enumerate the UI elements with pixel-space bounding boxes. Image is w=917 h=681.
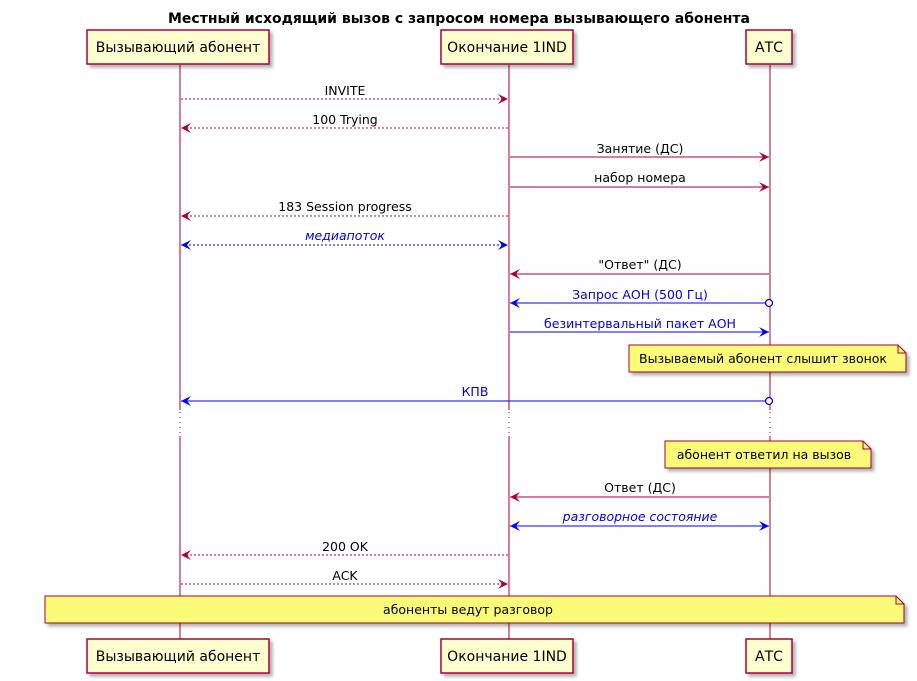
message-label: 200 OK <box>322 539 369 554</box>
participant-ind-top: Окончание 1IND <box>440 29 574 65</box>
participant-label: Вызывающий абонент <box>96 40 260 56</box>
note-subscriber-answered: абонент ответил на вызов <box>664 440 872 469</box>
message-label: INVITE <box>325 83 366 98</box>
message-200-ok: 200 OK <box>181 539 508 560</box>
message-aon-request: Запрос АОН (500 Гц) <box>510 287 774 308</box>
message-100-trying: 100 Trying <box>181 112 508 133</box>
message-label: Запрос АОН (500 Гц) <box>572 287 708 302</box>
message-kpv: КПВ <box>181 384 774 406</box>
message-label: разговорное состояние <box>562 509 718 524</box>
note-label: абонент ответил на вызов <box>677 447 851 462</box>
message-label: ACK <box>332 568 358 583</box>
message-answer-ds: "Ответ" (ДС) <box>510 257 769 279</box>
message-label: КПВ <box>462 384 489 399</box>
message-label: набор номера <box>594 170 686 185</box>
participant-atc-top: АТС <box>745 29 793 65</box>
message-label: 183 Session progress <box>278 199 411 214</box>
participant-caller-top: Вызывающий абонент <box>86 29 270 65</box>
message-ack: ACK <box>181 568 508 589</box>
message-answer-ds-2: Ответ (ДС) <box>510 480 769 502</box>
messages: INVITE 100 Trying Занятие (ДС) набор ном… <box>181 83 774 589</box>
participant-label: АТС <box>755 40 783 56</box>
participant-label: Окончание 1IND <box>447 649 567 665</box>
participant-caller-bottom: Вызывающий абонент <box>86 638 270 674</box>
note-label: Вызываемый абонент слышит звонок <box>639 351 887 366</box>
participant-atc-bottom: АТС <box>745 638 793 674</box>
participant-label: Вызывающий абонент <box>96 649 260 665</box>
message-label: безинтервальный пакет АОН <box>544 316 736 331</box>
message-label: медиапоток <box>305 228 385 243</box>
message-media-stream: медиапоток <box>181 228 508 250</box>
message-label: "Ответ" (ДС) <box>598 257 681 272</box>
message-origin-circle <box>764 298 774 308</box>
message-label: Занятие (ДС) <box>597 141 684 156</box>
note-label: абоненты ведут разговор <box>383 602 553 617</box>
participant-label: Окончание 1IND <box>447 40 567 56</box>
note-subscribers-talking: абоненты ведут разговор <box>44 595 905 624</box>
message-talk-state: разговорное состояние <box>510 509 769 531</box>
participant-ind-bottom: Окончание 1IND <box>440 638 574 674</box>
diagram-title: Местный исходящий вызов с запросом номер… <box>168 11 750 27</box>
participant-label: АТС <box>755 649 783 665</box>
message-label: 100 Trying <box>312 112 378 127</box>
message-label: Ответ (ДС) <box>604 480 676 495</box>
message-invite: INVITE <box>181 83 508 104</box>
message-seizure: Занятие (ДС) <box>510 141 769 162</box>
message-origin-circle <box>764 396 774 406</box>
message-183-session-progress: 183 Session progress <box>181 199 508 221</box>
message-aon-packet: безинтервальный пакет АОН <box>510 316 769 337</box>
message-dialing: набор номера <box>510 170 769 192</box>
note-callee-hears-ring: Вызываемый абонент слышит звонок <box>628 344 907 373</box>
